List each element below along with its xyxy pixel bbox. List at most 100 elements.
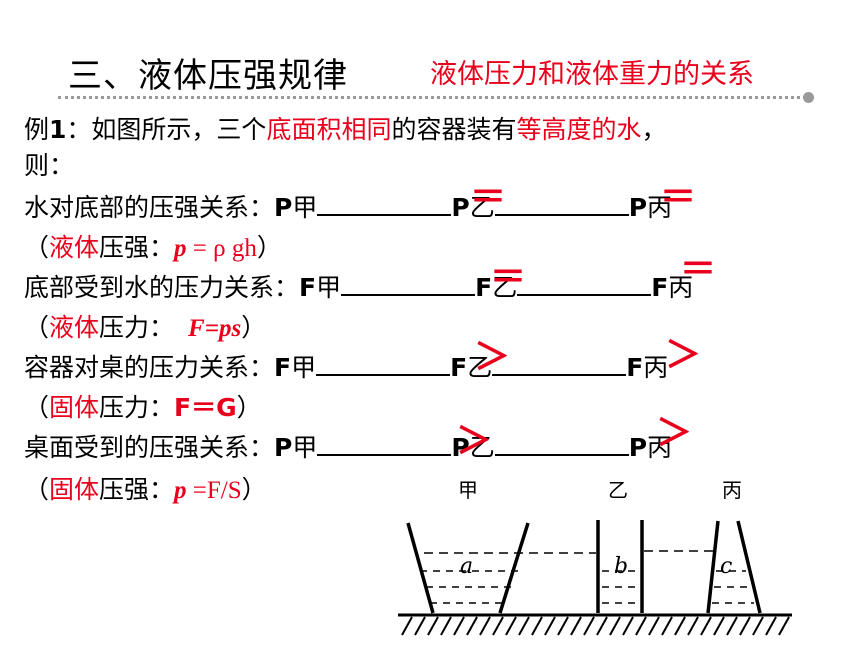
example-line-1: 例1：如图所示，三个底面积相同的容器装有等高度的水，	[24, 110, 667, 146]
row-3-note: （固体压力：F＝G）	[24, 388, 262, 424]
example-text-c: ，	[641, 115, 667, 144]
table-hatch-mark	[505, 616, 517, 636]
row-4-note-close: ）	[241, 475, 267, 504]
container-jia	[406, 522, 530, 614]
row-4-note-formula-rest: =F/S	[186, 477, 242, 504]
table-hatch-mark	[531, 616, 543, 636]
row-1-note-formula-rest: = ρ gh	[186, 235, 257, 262]
table-hatch-mark	[609, 616, 621, 636]
row-2-note-text: 压力：	[99, 313, 175, 342]
row-4-blank-1	[317, 432, 452, 456]
row-2-name-c: 丙	[668, 273, 694, 302]
row-3-label: 容器对桌的压力关系：	[24, 353, 275, 382]
row-3-note-kind: 固体	[49, 393, 100, 422]
table-hatch-mark	[414, 616, 426, 636]
table-hatch-mark	[726, 616, 738, 636]
example-line-2: 则：	[24, 151, 75, 180]
table-hatch-mark	[778, 616, 790, 636]
row-2-note-kind: 液体	[49, 313, 100, 342]
row-4-answer-2: ＞	[656, 413, 693, 454]
row-2-answer-1: ＝	[490, 257, 527, 298]
table-hatch-mark	[661, 616, 673, 636]
row-2-note-formula-var: F=ps	[188, 315, 242, 342]
row-4-answer-1: ＞	[456, 421, 493, 462]
page-subtitle: 液体压力和液体重力的关系	[430, 59, 754, 90]
row-2-note-open: （	[24, 313, 50, 342]
row-2-note: （液体压力：F=ps）	[24, 308, 266, 344]
table-hatch-mark	[622, 616, 634, 636]
row-4-note: （固体压强：p =F/S）	[24, 470, 267, 506]
row-3-answer-2: ＞	[665, 335, 702, 376]
row-2-answer-2: ＝	[680, 249, 717, 290]
row-3-blank-1	[316, 352, 451, 376]
row-2-sym-b: F	[475, 273, 493, 302]
row-3-answer-1: ＞	[474, 337, 511, 378]
row-1-note-close: ）	[256, 233, 282, 262]
table-hatch-mark	[687, 616, 699, 636]
row-3-note-open: （	[24, 393, 50, 422]
row-3-name-c: 丙	[643, 353, 669, 382]
row-4-blank-2	[494, 432, 629, 456]
row-1-note: （液体压强：p = ρ gh）	[24, 228, 282, 264]
row-1-blank-2	[494, 192, 629, 216]
row-4-sym-a: P	[274, 433, 293, 462]
row-3-sym-b: F	[450, 353, 468, 382]
table-hatch-mark	[570, 616, 582, 636]
table-hatch-mark	[674, 616, 686, 636]
example-highlight-water-height: 等高度的水	[516, 115, 642, 144]
row-3-note-formula: F＝G	[174, 393, 237, 422]
row-4-note-text: 压强：	[99, 475, 175, 504]
row-1-sym-c: P	[628, 193, 648, 222]
liquid-label-c: c	[720, 554, 732, 579]
table-hatch-mark	[479, 616, 491, 636]
row-4-name-a: 甲	[292, 433, 318, 462]
table-hatch-mark	[401, 616, 413, 636]
table-hatch-mark	[466, 616, 478, 636]
row-4-note-open: （	[24, 475, 50, 504]
title-divider	[58, 96, 806, 99]
example-text-b: 的容器装有	[391, 115, 517, 144]
container-label-bing: 丙	[722, 478, 742, 502]
row-1-answer-1: ＝	[470, 177, 507, 218]
water-hatching	[420, 570, 754, 604]
table-hatch-mark	[765, 616, 777, 636]
table-hatch-mark	[544, 616, 556, 636]
row-3-blank-2	[492, 352, 627, 376]
table-hatch-mark	[752, 616, 764, 636]
table-hatch-mark	[583, 616, 595, 636]
table-hatch-mark	[518, 616, 530, 636]
containers-figure: 甲 乙 丙 a b c	[398, 478, 792, 636]
row-1-sym-a: P	[274, 193, 293, 222]
row-4-label: 桌面受到的压强关系：	[24, 433, 275, 462]
row-1-blank-1	[317, 192, 452, 216]
row-3-note-text: 压力：	[99, 393, 175, 422]
table-hatch-mark	[713, 616, 725, 636]
row-4-note-formula-var: p	[174, 477, 187, 504]
row-4-name-c: 丙	[647, 433, 673, 462]
row-1-note-kind: 液体	[49, 233, 100, 262]
row-3-name-b: 乙	[467, 353, 493, 382]
table-hatch-mark	[427, 616, 439, 636]
container-bing	[706, 520, 762, 614]
row-4-sym-b: P	[451, 433, 470, 462]
row-2-name-b: 乙	[492, 273, 518, 302]
page-title: 三、液体压强规律	[68, 56, 348, 96]
table-hatch	[401, 616, 790, 636]
table-hatch-mark	[440, 616, 452, 636]
row-1-answer-2: ＝	[660, 177, 697, 218]
row-3-name-a: 甲	[291, 353, 317, 382]
divider-end-dot	[803, 92, 814, 103]
row-3-note-close: ）	[236, 393, 262, 422]
row-2-sym-c: F	[651, 273, 669, 302]
row-3-sym-a: F	[274, 353, 292, 382]
row-2-label: 底部受到水的压力关系：	[24, 273, 300, 302]
row-3-sym-c: F	[626, 353, 644, 382]
row-4-note-kind: 固体	[49, 475, 100, 504]
row-4-sym-c: P	[628, 433, 648, 462]
row-1-note-open: （	[24, 233, 50, 262]
row-1-note-formula-var: p	[174, 235, 187, 262]
row-2-name-a: 甲	[316, 273, 342, 302]
